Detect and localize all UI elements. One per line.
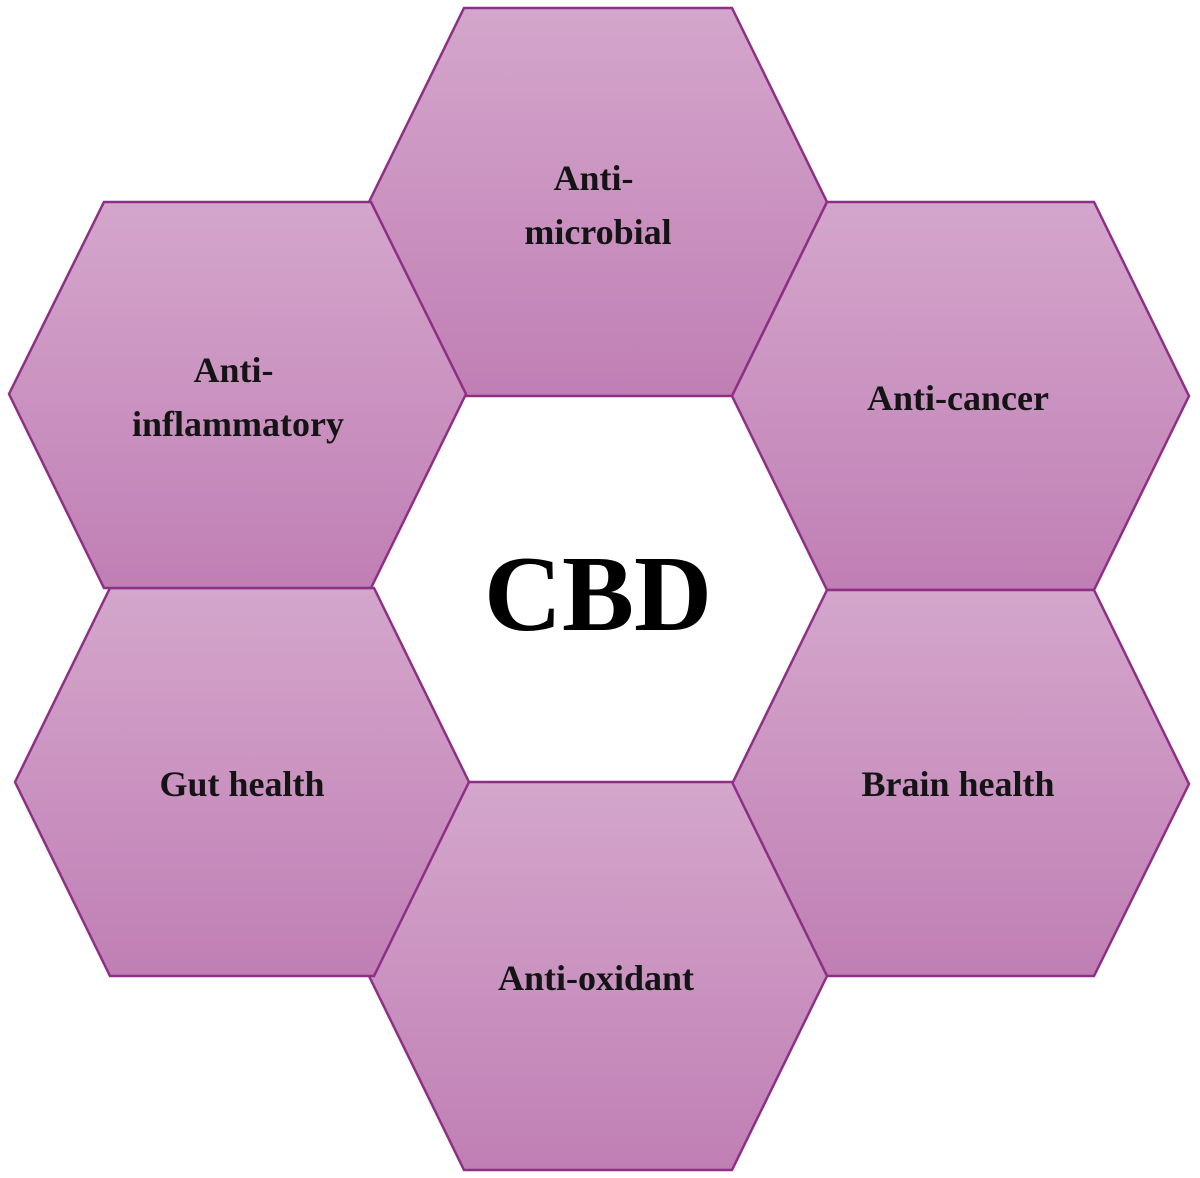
hexagon-anti-cancer: Anti-cancer [730, 200, 1191, 592]
hexagon-label: Anti-oxidant [498, 958, 694, 998]
hexagon-label: Anti-cancer [867, 378, 1049, 418]
hexagon-label: Anti- microbial [524, 158, 671, 252]
hexagon-anti-inflammatory: Anti- inflammatory [7, 200, 468, 590]
center-label: CBD [484, 535, 712, 654]
hexagon-label: Brain health [861, 764, 1054, 804]
hexagon-shape [7, 200, 468, 590]
hexagon-label: Anti- inflammatory [132, 350, 344, 444]
hexagon-label: Gut health [159, 764, 324, 804]
hexagon-brain-health: Brain health [730, 588, 1191, 978]
hexagon-gut-health: Gut health [13, 586, 471, 978]
hexagon-anti-oxidant: Anti-oxidant [367, 780, 829, 1172]
